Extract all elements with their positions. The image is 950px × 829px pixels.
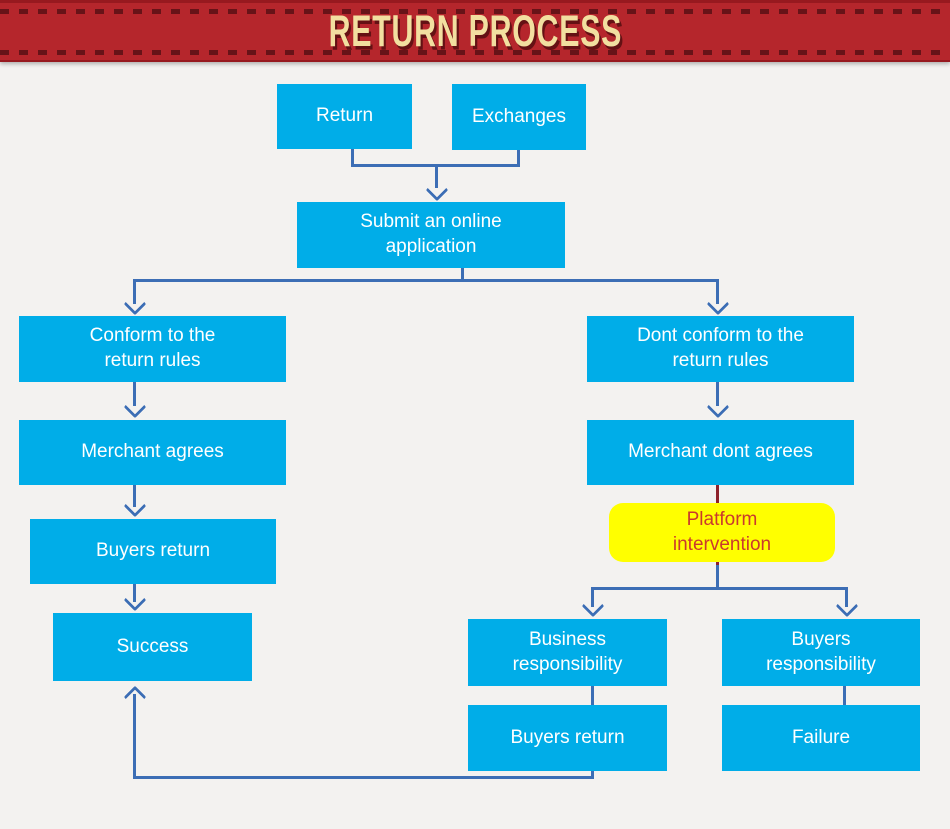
node-submit-application: Submit an online application (297, 202, 565, 268)
arrowhead-down-into-dont-conform (706, 292, 730, 316)
banner-dashed-line-bottom (0, 50, 950, 55)
arrowhead-down-into-merchant-agrees (123, 395, 147, 419)
connector-branch-left-down (133, 279, 136, 304)
node-platform-intervention-label: Platform intervention (672, 508, 772, 555)
connector-buyers-return-down (133, 584, 136, 602)
banner-bottom-strip (0, 60, 950, 62)
banner-dashed-line-top (0, 9, 950, 14)
node-exchanges-label: Exchanges (471, 105, 566, 127)
banner-top-strip (0, 0, 950, 3)
node-merchant-dont-agrees-label: Merchant dont agrees (628, 441, 813, 463)
connector-conform-down (133, 382, 136, 406)
node-platform-intervention: Platform intervention (609, 503, 835, 562)
connector-buyers-resp-to-failure (843, 686, 846, 705)
node-business-responsibility-label: Business responsibility (512, 628, 623, 675)
node-merchant-dont-agrees: Merchant dont agrees (587, 420, 854, 485)
node-buyers-return-bottom-label: Buyers return (510, 726, 625, 748)
node-buyers-return-left-label: Buyers return (95, 540, 211, 562)
connector-dont-conform-down (716, 381, 719, 406)
node-merchant-agrees: Merchant agrees (19, 420, 286, 485)
connector-return-down (351, 149, 354, 165)
connector-merge-to-submit (435, 164, 438, 188)
connector-split-right-down (845, 587, 848, 607)
connector-branch-right-down (716, 279, 719, 304)
node-success-label: Success (116, 635, 189, 657)
connector-submit-down (461, 267, 464, 281)
page-title: RETURN PROCESS (328, 5, 622, 56)
node-exchanges: Exchanges (452, 84, 586, 150)
node-buyers-responsibility-label: Buyers responsibility (766, 628, 876, 675)
node-business-responsibility: Business responsibility (468, 619, 667, 686)
node-dont-conform-rules: Dont conform to the return rules (587, 316, 854, 382)
node-buyers-responsibility: Buyers responsibility (722, 619, 920, 686)
node-return: Return (277, 84, 412, 149)
arrowhead-down-into-buyers-return (123, 494, 147, 518)
node-success: Success (53, 613, 252, 681)
connector-loop-from-buyers-return (591, 771, 594, 779)
arrowhead-down-into-success (123, 588, 147, 612)
node-failure: Failure (722, 705, 920, 771)
connector-split-left-down (591, 587, 594, 607)
node-conform-rules: Conform to the return rules (19, 316, 286, 382)
node-failure-label: Failure (791, 726, 851, 748)
node-dont-conform-rules-label: Dont conform to the return rules (637, 325, 804, 371)
node-buyers-return-left: Buyers return (30, 519, 276, 584)
node-merchant-agrees-label: Merchant agrees (81, 441, 224, 463)
connector-merchant-agrees-down (133, 485, 136, 507)
title-banner: RETURN PROCESS (0, 0, 950, 62)
connector-loop-up (133, 694, 136, 779)
connector-intervention-down (716, 565, 719, 590)
node-return-label: Return (315, 105, 374, 127)
connector-loop-horizontal (133, 776, 594, 779)
node-submit-application-label: Submit an online application (360, 211, 502, 257)
arrowhead-down-into-business-responsibility (581, 594, 605, 618)
connector-branch-horizontal (133, 279, 719, 282)
banner-title-wrap: RETURN PROCESS (0, 0, 950, 62)
arrowhead-down-into-buyers-responsibility (835, 594, 859, 618)
connector-exchanges-down (517, 150, 520, 165)
connector-business-to-buyers-return (591, 686, 594, 705)
arrowhead-down-into-conform (123, 292, 147, 316)
connector-split-horizontal (591, 587, 848, 590)
arrowhead-down-into-merchant-dont-agrees (706, 395, 730, 419)
node-conform-rules-label: Conform to the return rules (89, 325, 216, 371)
node-buyers-return-bottom: Buyers return (468, 705, 667, 771)
arrowhead-down-into-submit (425, 178, 449, 202)
